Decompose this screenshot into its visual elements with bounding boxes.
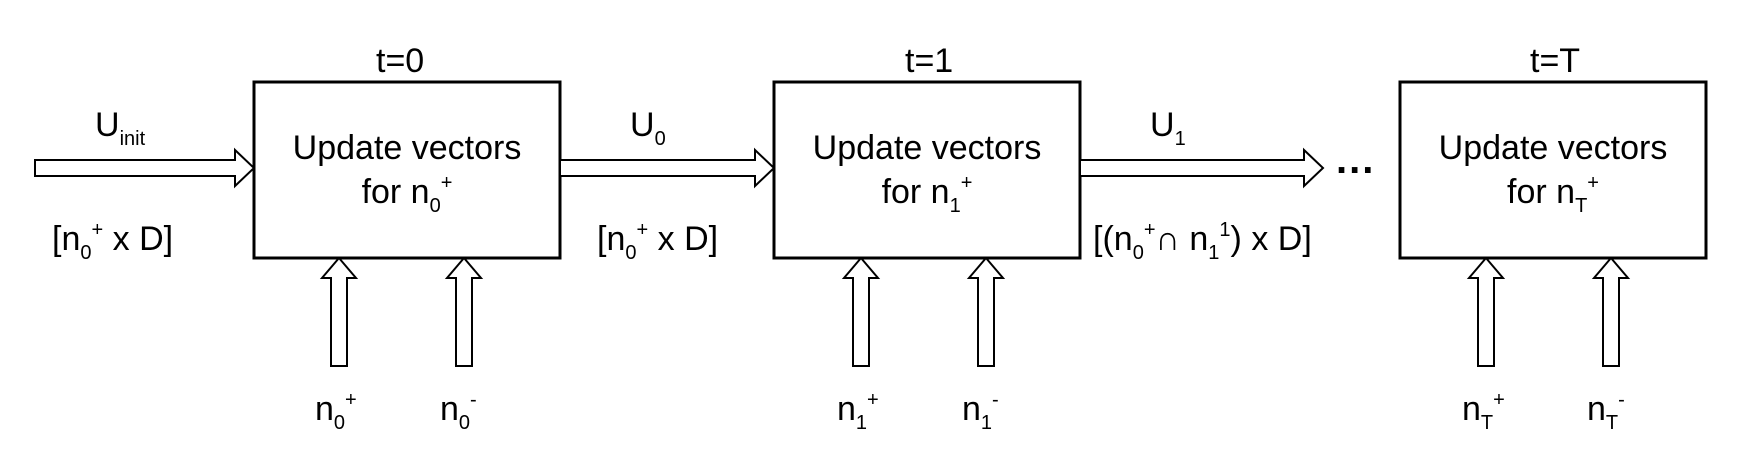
stage-0-input-plus: n0+ (315, 389, 357, 434)
stage-1-box (772, 80, 1082, 260)
stage-0-box-text: Update vectors for n0+ (254, 126, 560, 217)
stage-T-plus-arrow (1466, 256, 1506, 367)
edge-1-arrow (1079, 147, 1325, 189)
stage-0-box-line2: for n0+ (361, 172, 453, 217)
stage-1-plus-arrow (841, 256, 881, 367)
stage-T-minus-arrow (1591, 256, 1631, 367)
stage-T-box-text: Update vectors for nT+ (1400, 126, 1706, 217)
edge-1-dim: [(n0+∩ n11) x D] (1093, 219, 1312, 264)
stage-1-box-line1: Update vectors (812, 129, 1042, 167)
stage-1-box-text: Update vectors for n1+ (774, 126, 1080, 217)
edge-0-arrow (559, 147, 776, 189)
stage-1-time-label: t=1 (905, 42, 954, 80)
stage-T-box (1398, 80, 1708, 260)
edge-init-arrow (34, 147, 256, 189)
stage-0-time-label: t=0 (376, 42, 425, 80)
stage-T-box-line1: Update vectors (1438, 129, 1668, 167)
stage-0-input-minus: n0- (440, 389, 477, 434)
stage-T-input-plus: nT+ (1462, 389, 1505, 434)
stage-1-input-minus: n1- (962, 389, 999, 434)
edge-init-dim: [n0+ x D] (52, 219, 174, 264)
stage-T-input-minus: nT- (1587, 389, 1625, 434)
stage-0-plus-arrow (319, 256, 359, 367)
stage-1-box-line2: for n1+ (881, 172, 973, 217)
stage-T-box-line2: for nT+ (1507, 172, 1599, 217)
stage-0-box-line1: Update vectors (292, 129, 522, 167)
edge-init-label: Uinit (95, 106, 146, 150)
edge-0-label: U0 (630, 106, 666, 150)
ellipsis: ... (1336, 138, 1376, 182)
stage-T-time-label: t=T (1530, 42, 1581, 80)
stage-0-minus-arrow (444, 256, 484, 367)
stage-1-minus-arrow (966, 256, 1006, 367)
edge-1-label: U1 (1150, 106, 1186, 150)
edge-0-dim: [n0+ x D] (597, 219, 719, 264)
stage-1-input-plus: n1+ (837, 389, 879, 434)
stage-0-box (252, 80, 562, 260)
